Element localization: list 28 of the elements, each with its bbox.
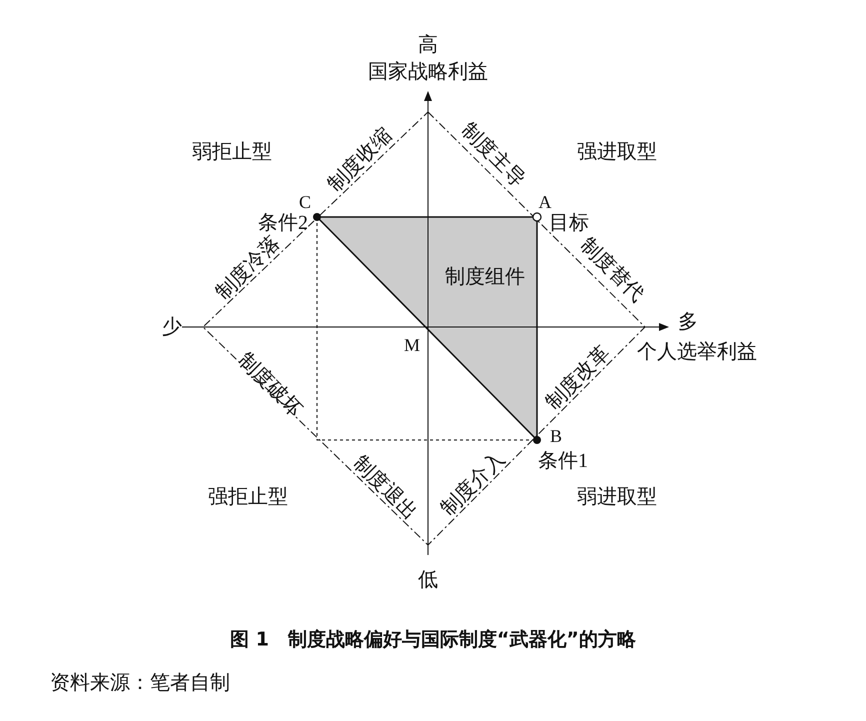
side-label: 制度破坏	[234, 348, 306, 422]
side-label: 制度替代	[576, 234, 648, 306]
quadrant-label: 弱拒止型	[192, 141, 272, 163]
axis-label: 高	[418, 34, 438, 56]
side-label: 制度介入	[436, 448, 510, 520]
side-label: 制度主导	[456, 118, 530, 192]
figure-title: 图 1 制度战略偏好与国际制度“武器化”的方略	[230, 630, 636, 650]
point-label: 条件1	[538, 450, 588, 472]
side-label: 制度退出	[348, 452, 422, 524]
quadrant-label: 强拒止型	[208, 486, 288, 508]
axis-label: 少	[162, 316, 182, 338]
point-label: A	[538, 193, 552, 213]
side-label: 制度改革	[542, 342, 614, 414]
axis-label: 个人选举利益	[637, 341, 757, 363]
quadrant-label: 弱进取型	[577, 486, 657, 508]
axis-label: 国家战略利益	[368, 61, 488, 83]
point-label: B	[550, 427, 562, 447]
axis-label: 低	[418, 569, 438, 591]
source-note: 资料来源：笔者自制	[50, 672, 230, 694]
area-label: 制度组件	[445, 266, 525, 288]
point-label: 条件2	[258, 212, 308, 234]
quadrant-label: 强进取型	[577, 141, 657, 163]
side-label: 制度冷落	[212, 232, 284, 304]
point-label: 目标	[549, 212, 589, 234]
axis-label: 多	[678, 311, 698, 333]
point-label: C	[299, 193, 311, 213]
side-label: 制度收缩	[324, 124, 396, 196]
point-label: M	[404, 336, 420, 356]
